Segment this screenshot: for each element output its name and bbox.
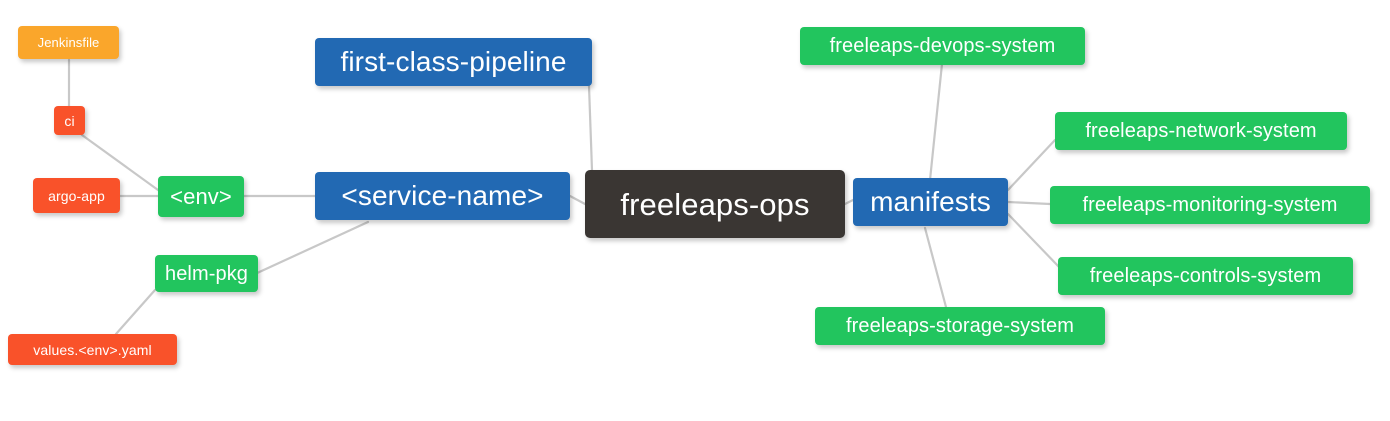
edge-service-name-helm-pkg xyxy=(253,220,370,276)
node-label: ci xyxy=(64,112,75,129)
node-label: values.<env>.yaml xyxy=(33,341,152,358)
node-service-name[interactable]: <service-name> xyxy=(315,172,570,220)
edge-root-first-class-pipeline xyxy=(587,84,594,172)
node-devops-system[interactable]: freeleaps-devops-system xyxy=(800,27,1085,65)
node-monitoring-system[interactable]: freeleaps-monitoring-system xyxy=(1050,186,1370,224)
node-storage-system[interactable]: freeleaps-storage-system xyxy=(815,307,1105,345)
node-label: <env> xyxy=(170,183,232,209)
node-label: freeleaps-monitoring-system xyxy=(1082,194,1338,216)
node-label: manifests xyxy=(870,186,991,217)
node-label: helm-pkg xyxy=(164,262,249,285)
node-label: Jenkinsfile xyxy=(37,35,100,50)
node-label: freeleaps-devops-system xyxy=(829,35,1056,57)
node-helm-pkg[interactable]: helm-pkg xyxy=(155,255,258,292)
node-jenkinsfile[interactable]: Jenkinsfile xyxy=(18,26,119,59)
node-label: freeleaps-network-system xyxy=(1085,120,1317,142)
node-label: freeleaps-storage-system xyxy=(845,315,1075,337)
node-network-system[interactable]: freeleaps-network-system xyxy=(1055,112,1347,150)
edge-root-manifests xyxy=(843,198,855,206)
node-label: freeleaps-ops xyxy=(620,186,810,222)
node-argo-app[interactable]: argo-app xyxy=(33,178,120,213)
node-label: freeleaps-controls-system xyxy=(1089,265,1322,287)
node-freeleaps-ops[interactable]: freeleaps-ops xyxy=(585,170,845,238)
edge-root-service-name xyxy=(568,194,587,206)
node-first-class-pipeline[interactable]: first-class-pipeline xyxy=(315,38,592,86)
edge-helm-pkg-values-yaml xyxy=(114,288,157,336)
edge-manifests-storage-system xyxy=(923,226,948,309)
node-label: first-class-pipeline xyxy=(340,46,567,77)
node-manifests[interactable]: manifests xyxy=(853,178,1008,226)
node-env[interactable]: <env> xyxy=(158,176,244,217)
node-ci[interactable]: ci xyxy=(54,106,85,135)
edge-manifests-monitoring-system xyxy=(1006,200,1052,206)
edge-manifests-network-system xyxy=(1006,138,1057,192)
edge-manifests-devops-system xyxy=(928,62,944,182)
node-label: argo-app xyxy=(48,187,105,204)
node-values-yaml[interactable]: values.<env>.yaml xyxy=(8,334,177,365)
node-controls-system[interactable]: freeleaps-controls-system xyxy=(1058,257,1353,295)
node-label: <service-name> xyxy=(341,180,544,211)
